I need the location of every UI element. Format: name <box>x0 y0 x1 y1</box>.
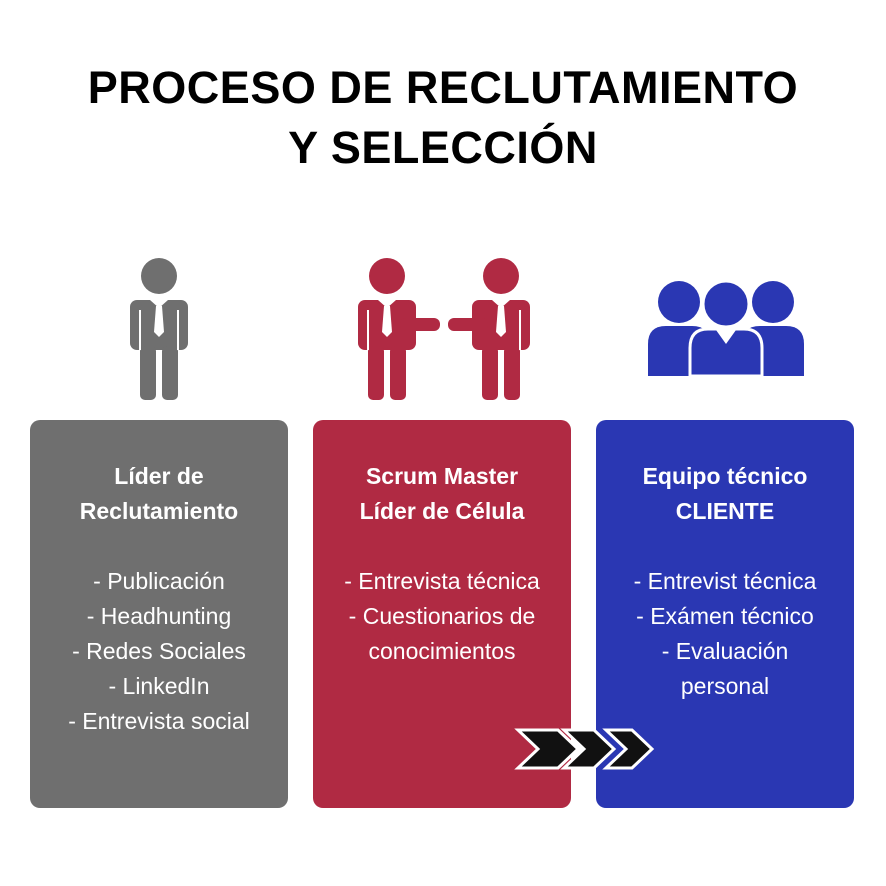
team-icon <box>648 280 804 376</box>
stage-items: - Entrevista técnica - Cuestionarios de … <box>313 564 571 669</box>
stage-title-line: Equipo técnico <box>642 463 808 489</box>
list-item: - Evaluación <box>661 638 789 664</box>
stage-title-line: CLIENTE <box>675 498 775 524</box>
stage-title: Equipo técnico CLIENTE <box>596 459 854 529</box>
chevron-arrows-icon <box>514 728 655 770</box>
stage-title-line: Líder de <box>114 463 204 489</box>
stage-items: - Publicación - Headhunting - Redes Soci… <box>30 564 288 739</box>
list-item: personal <box>680 673 770 699</box>
list-item: conocimientos <box>368 638 516 664</box>
person-icon <box>130 258 188 400</box>
stage-card-scrum-master: Scrum Master Líder de Célula - Entrevist… <box>313 420 571 808</box>
title-line-2: Y SELECCIÓN <box>288 122 598 173</box>
page-title: PROCESO DE RECLUTAMIENTO Y SELECCIÓN <box>0 58 886 178</box>
list-item: - Exámen técnico <box>636 603 814 629</box>
title-line-1: PROCESO DE RECLUTAMIENTO <box>87 62 799 113</box>
list-item: - LinkedIn <box>108 673 210 699</box>
list-item: - Entrevist técnica <box>633 568 817 594</box>
list-item: - Entrevista social <box>68 708 250 734</box>
list-item: - Entrevista técnica <box>344 568 540 594</box>
stage-title-line: Scrum Master <box>365 463 519 489</box>
list-item: - Cuestionarios de <box>348 603 536 629</box>
stage-title: Líder de Reclutamiento <box>30 459 288 529</box>
stage-title-line: Líder de Célula <box>359 498 525 524</box>
list-item: - Headhunting <box>86 603 232 629</box>
stage-title: Scrum Master Líder de Célula <box>313 459 571 529</box>
list-item: - Publicación <box>93 568 225 594</box>
stage-card-recruitment-lead: Líder de Reclutamiento - Publicación - H… <box>30 420 288 808</box>
stage-items: - Entrevist técnica - Exámen técnico - E… <box>596 564 854 704</box>
list-item: - Redes Sociales <box>72 638 246 664</box>
handshake-icon <box>358 258 530 400</box>
stage-title-line: Reclutamiento <box>79 498 239 524</box>
